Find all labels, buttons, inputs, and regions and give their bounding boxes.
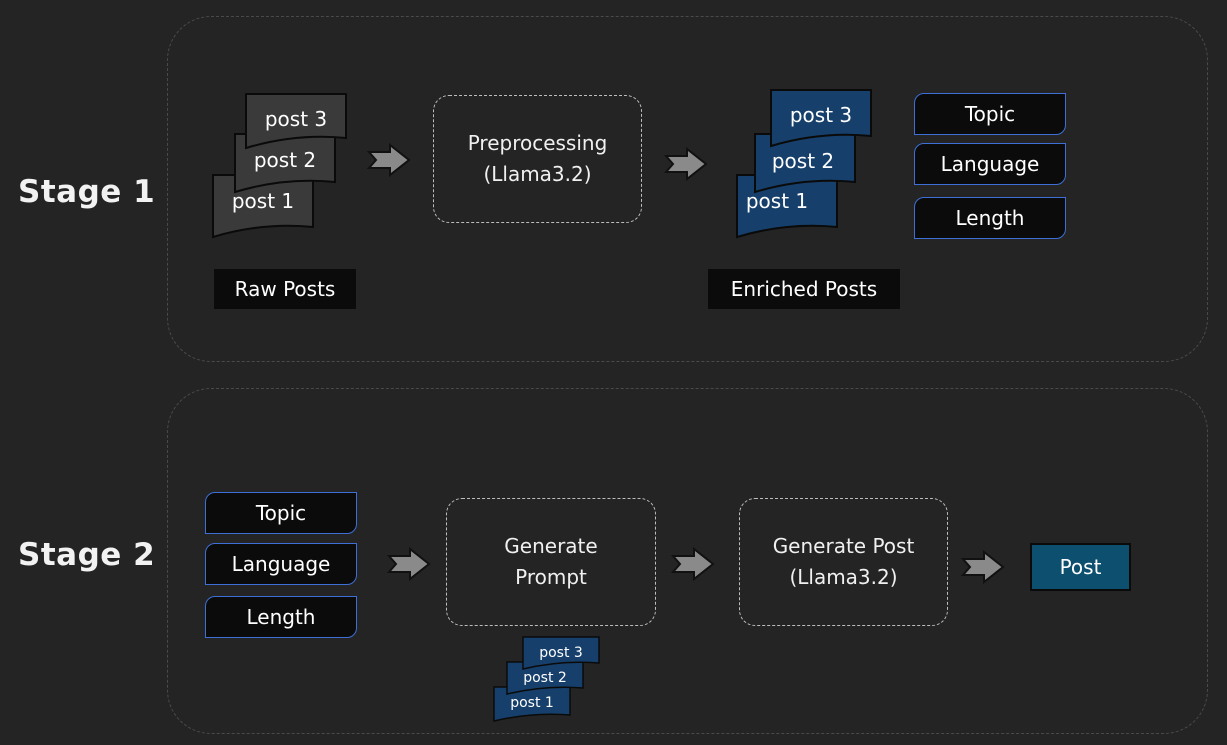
- prompt-post-1-doc: post 1: [493, 686, 571, 722]
- arrow-right-icon: [386, 546, 431, 582]
- generate-prompt-box: Generate Prompt: [446, 498, 656, 626]
- preprocessing-box: Preprocessing (Llama3.2): [433, 95, 642, 223]
- raw-post-2-text: post 2: [254, 148, 316, 172]
- raw-post-2-doc: post 2: [234, 133, 336, 194]
- prompt-post-1-text: post 1: [510, 695, 554, 711]
- generate-post-box: Generate Post (Llama3.2): [739, 498, 948, 626]
- arrow-right-icon: [663, 146, 708, 182]
- arrow-right-icon: [670, 546, 715, 582]
- enriched-post-2-text: post 2: [772, 149, 834, 173]
- stage2-length-tag: Length: [205, 596, 357, 638]
- stage1-language-tag: Language: [914, 143, 1066, 185]
- prompt-post-3-text: post 3: [539, 645, 583, 661]
- raw-post-3-doc: post 3: [245, 93, 347, 150]
- prompt-post-2-doc: post 2: [506, 661, 584, 695]
- stage1-topic-tag: Topic: [914, 93, 1066, 135]
- raw-post-3-text: post 3: [265, 107, 327, 131]
- stage2-topic-tag: Topic: [205, 492, 357, 534]
- arrow-right-icon: [366, 142, 411, 178]
- stage2-language-tag: Language: [205, 543, 357, 585]
- prompt-post-3-doc: post 3: [522, 636, 600, 670]
- generate-post-model: (Llama3.2): [789, 565, 898, 589]
- prompt-post-2-text: post 2: [523, 670, 567, 686]
- raw-post-1-text: post 1: [232, 189, 294, 213]
- enriched-post-3-text: post 3: [790, 103, 852, 127]
- generate-prompt-line2: Prompt: [515, 565, 587, 589]
- stage2-panel: [167, 388, 1208, 734]
- preprocessing-model: (Llama3.2): [483, 162, 592, 186]
- enriched-post-1-text: post 1: [746, 189, 808, 213]
- raw-posts-label: Raw Posts: [214, 269, 356, 309]
- stage2-label: Stage 2: [18, 537, 156, 573]
- stage1-label: Stage 1: [18, 174, 156, 210]
- enriched-posts-label: Enriched Posts: [708, 269, 900, 309]
- generate-post-label: Generate Post: [772, 534, 915, 558]
- stage1-length-tag: Length: [914, 197, 1066, 239]
- enriched-post-2-doc: post 2: [754, 133, 856, 194]
- enriched-post-3-doc: post 3: [770, 89, 872, 148]
- arrow-right-icon: [960, 549, 1005, 585]
- output-post-box: Post: [1030, 543, 1131, 591]
- preprocessing-label: Preprocessing: [467, 131, 608, 155]
- stage1-panel: [167, 16, 1208, 362]
- generate-prompt-line1: Generate: [504, 534, 598, 558]
